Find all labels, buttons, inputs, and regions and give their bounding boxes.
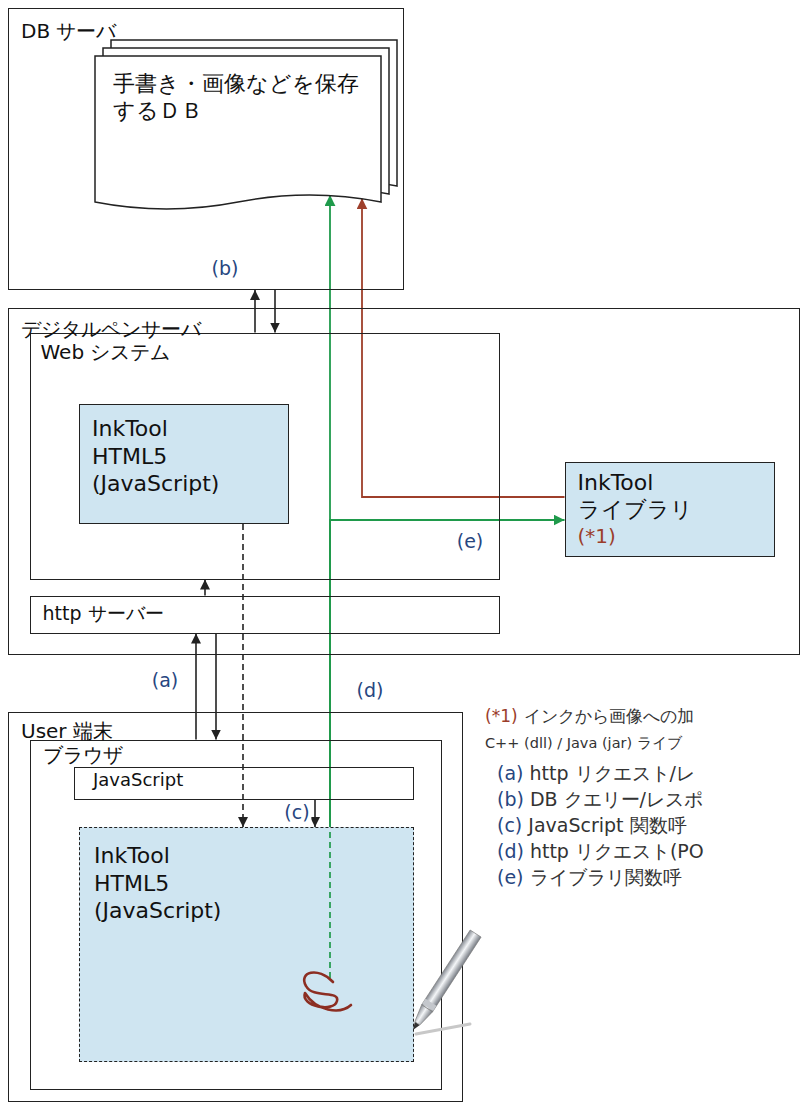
note-line: (e)ライブラリ関数呼: [497, 866, 682, 890]
connector-arrow: [254, 290, 256, 333]
server-frame: 手書き・画像などを保存 するＤＢ DB サーバ: [8, 8, 404, 290]
pen-shadow: [416, 1024, 470, 1034]
connector-arrow: [362, 198, 565, 497]
note-line: (*1) インクから画像への加: [485, 706, 694, 727]
node-text: Web システム: [41, 340, 171, 365]
note-text: インクから画像への加: [524, 706, 694, 727]
note-text: http リクエスト(PO: [530, 840, 704, 864]
callout-number: (e): [497, 866, 524, 890]
flow-label: (d): [355, 679, 386, 702]
node-text: InkTool ライブラリ: [578, 469, 693, 524]
note-line: (c)JavaScript 関数呼: [497, 814, 687, 838]
note-line: (a)http リクエスト/レ: [497, 762, 695, 786]
connector-arrow: [274, 290, 276, 333]
note-text: C++ (dll) / Java (jar) ライブ: [485, 734, 682, 752]
node-text: InkTool HTML5 (JavaScript): [92, 415, 219, 498]
callout-number: (c): [497, 814, 522, 838]
connector-arrow: [215, 634, 217, 740]
footnote-mark: (*1): [578, 524, 616, 549]
script-bar: JavaScript: [74, 767, 414, 800]
flow-label: (e): [455, 530, 486, 553]
component-box: InkTool HTML5 (JavaScript): [79, 404, 289, 524]
note-text: DB クエリー/レスポ: [530, 788, 703, 812]
note-text: ライブラリ関数呼: [530, 866, 682, 890]
connector-arrow: [195, 634, 197, 740]
flow-label: (c): [282, 801, 311, 824]
node-text: User 端末: [21, 719, 113, 744]
callout-number: (a): [497, 762, 523, 786]
browser-frame: JavaScriptInkTool HTML5 (JavaScript) ブラウザ: [30, 740, 442, 1090]
node-text: デジタルペンサーバ: [21, 317, 201, 342]
note-line: (b)DB クエリー/レスポ: [497, 788, 703, 812]
terminal-frame: JavaScriptInkTool HTML5 (JavaScript) ブラウザ…: [8, 712, 463, 1102]
ink-scribble: [304, 972, 351, 1010]
document-stack-shape: [95, 40, 397, 210]
connector-arrow: [242, 524, 244, 827]
stroke-lead-line: [329, 832, 331, 978]
database-document: 手書き・画像などを保存 するＤＢ: [95, 40, 397, 210]
node-text: 手書き・画像などを保存 するＤＢ: [113, 70, 363, 125]
node-text: DB サーバ: [21, 19, 116, 44]
connector-arrow: [314, 800, 316, 827]
document-sheet: [95, 56, 381, 209]
note-text: JavaScript 関数呼: [528, 814, 686, 838]
web-system-frame: InkTool HTML5 (JavaScript) Web システム: [30, 333, 500, 580]
note-text: http リクエスト/レ: [529, 762, 694, 786]
node-text: http サーバー: [43, 602, 164, 626]
http-server-bar: http サーバー: [30, 596, 500, 634]
note-line: (d)http リクエスト(PO: [497, 840, 704, 864]
callout-number: (d): [497, 840, 524, 864]
note-line: C++ (dll) / Java (jar) ライブ: [485, 734, 682, 752]
callout-number: (*1): [485, 706, 518, 727]
digital-pen: [408, 930, 482, 1034]
server-frame: InkTool HTML5 (JavaScript) Web システム http サ…: [8, 308, 800, 655]
callout-number: (b): [497, 788, 524, 812]
node-text: InkTool HTML5 (JavaScript): [94, 842, 221, 925]
flow-label: (b): [210, 257, 241, 280]
library-box: InkTool ライブラリ(*1): [565, 462, 775, 557]
connector-arrow: [204, 580, 206, 596]
node-text: ブラウザ: [43, 743, 123, 768]
node-text: JavaScript: [93, 769, 183, 792]
connector-arrow: [330, 520, 565, 827]
flow-label: (a): [150, 669, 180, 692]
component-box: InkTool HTML5 (JavaScript): [79, 827, 414, 1062]
